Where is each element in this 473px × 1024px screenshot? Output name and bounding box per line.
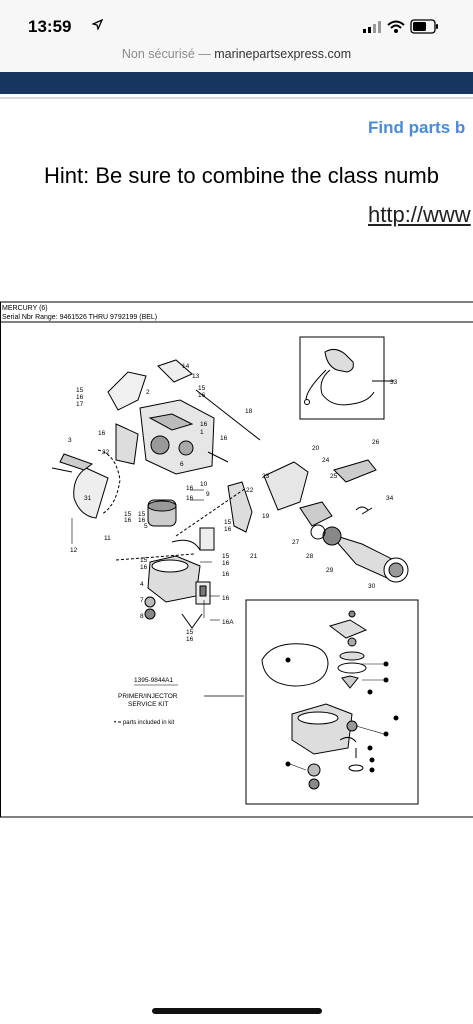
callout-6: 6 [180, 461, 184, 468]
leader-lines [71, 489, 220, 621]
callout-16c: 16 [98, 430, 106, 437]
callout-17: 17 [76, 401, 84, 408]
callout-15e: 15 [224, 519, 232, 526]
diagram-header-1: MERCURY (6) [2, 305, 48, 312]
callout-26: 26 [372, 439, 380, 446]
find-parts-link[interactable]: Find parts b [368, 118, 466, 137]
callout-4: 4 [140, 581, 144, 588]
callout-11: 11 [104, 535, 111, 542]
callout-25: 25 [330, 473, 338, 480]
callout-1: 1 [200, 429, 204, 436]
cellular-signal-icon [363, 21, 381, 33]
status-time: 13:59 [28, 17, 72, 36]
callout-15b: 15 [198, 385, 206, 392]
callout-29: 29 [326, 567, 334, 574]
callout-10: 10 [200, 481, 208, 488]
diagram-header-2: Serial Nbr Range: 9461526 THRU 9792199 (… [2, 314, 157, 321]
callout-13: 13 [192, 373, 200, 380]
wiring-inset [299, 336, 394, 420]
callout-22: 22 [246, 487, 254, 494]
hint-url-link[interactable]: http://www [368, 202, 471, 227]
callout-16a: 16 [76, 394, 84, 401]
callout-16n: 16 [222, 595, 230, 602]
callout-2: 2 [146, 389, 150, 396]
parts-diagram: MERCURY (6) Serial Nbr Range: 9461526 TH… [0, 301, 473, 818]
callout-16m: 16 [222, 571, 230, 578]
callout-8: 8 [140, 613, 144, 620]
callout-31: 31 [84, 495, 92, 502]
kit-title-1: PRIMER/INJECTOR [118, 693, 178, 700]
callout-3: 3 [68, 437, 72, 444]
callout-7: 7 [140, 597, 144, 604]
callout-12: 12 [70, 547, 78, 554]
callout-20: 20 [312, 445, 320, 452]
callout-15f: 15 [140, 557, 148, 564]
callout-16k: 16 [140, 564, 148, 571]
callout-19: 19 [262, 513, 270, 520]
callout-16o: 16 [186, 636, 194, 643]
callout-16g: 16 [186, 495, 194, 502]
security-label: Non sécurisé — [121, 47, 215, 61]
callout-15d: 15 [138, 511, 146, 518]
primer-kit-inset [245, 599, 419, 805]
url-domain: marinepartsexpress.com [214, 47, 352, 61]
battery-icon [410, 19, 438, 34]
site-nav-band [0, 72, 473, 94]
kit-legend: 1395-9844A1 PRIMER/INJECTOR SERVICE KIT … [114, 677, 244, 726]
callout-15c: 15 [124, 511, 132, 518]
callout-21: 21 [250, 553, 258, 560]
callout-16f: 16 [186, 485, 194, 492]
wifi-icon [387, 20, 405, 33]
callout-18: 18 [245, 408, 253, 415]
callout-28: 28 [306, 553, 314, 560]
home-indicator[interactable] [152, 1008, 322, 1014]
callout-16l: 16 [222, 560, 230, 567]
status-bar: 13:59 [0, 0, 473, 44]
location-arrow-icon [91, 18, 104, 33]
kit-title-2: SERVICE KIT [128, 701, 168, 708]
callout-34: 34 [386, 495, 394, 502]
callout-15g: 15 [222, 553, 230, 560]
callout-15h: 15 [186, 629, 194, 636]
kit-note: • = parts included in kit [114, 720, 175, 726]
callout-16d: 16 [200, 421, 208, 428]
status-icons [357, 17, 447, 37]
callout-5: 5 [144, 523, 148, 530]
callout-labels: 14 13 15 16 17 2 15 16 18 16 16 16 1 3 3… [68, 363, 398, 643]
callout-33: 33 [390, 379, 398, 386]
callout-16j: 16 [224, 526, 232, 533]
callout-16i: 16 [138, 517, 146, 524]
callout-27: 27 [292, 539, 300, 546]
hint-text: Hint: Be sure to combine the class numb [44, 163, 439, 188]
kit-number: 1395-9844A1 [134, 677, 173, 684]
callout-16a: 16A [222, 619, 234, 626]
callout-16e: 16 [220, 435, 228, 442]
address-bar[interactable]: Non sécurisé — marinepartsexpress.com [0, 44, 473, 72]
callout-15a: 15 [76, 387, 84, 394]
callout-14: 14 [182, 363, 190, 370]
callout-9: 9 [206, 491, 210, 498]
callout-16h: 16 [124, 517, 132, 524]
divider [0, 97, 473, 99]
callout-24: 24 [322, 457, 330, 464]
carburetor-body [51, 359, 409, 629]
callout-23: 23 [262, 473, 270, 480]
callout-32: 32 [102, 449, 110, 456]
callout-30: 30 [368, 583, 376, 590]
callout-16b: 16 [198, 392, 206, 399]
